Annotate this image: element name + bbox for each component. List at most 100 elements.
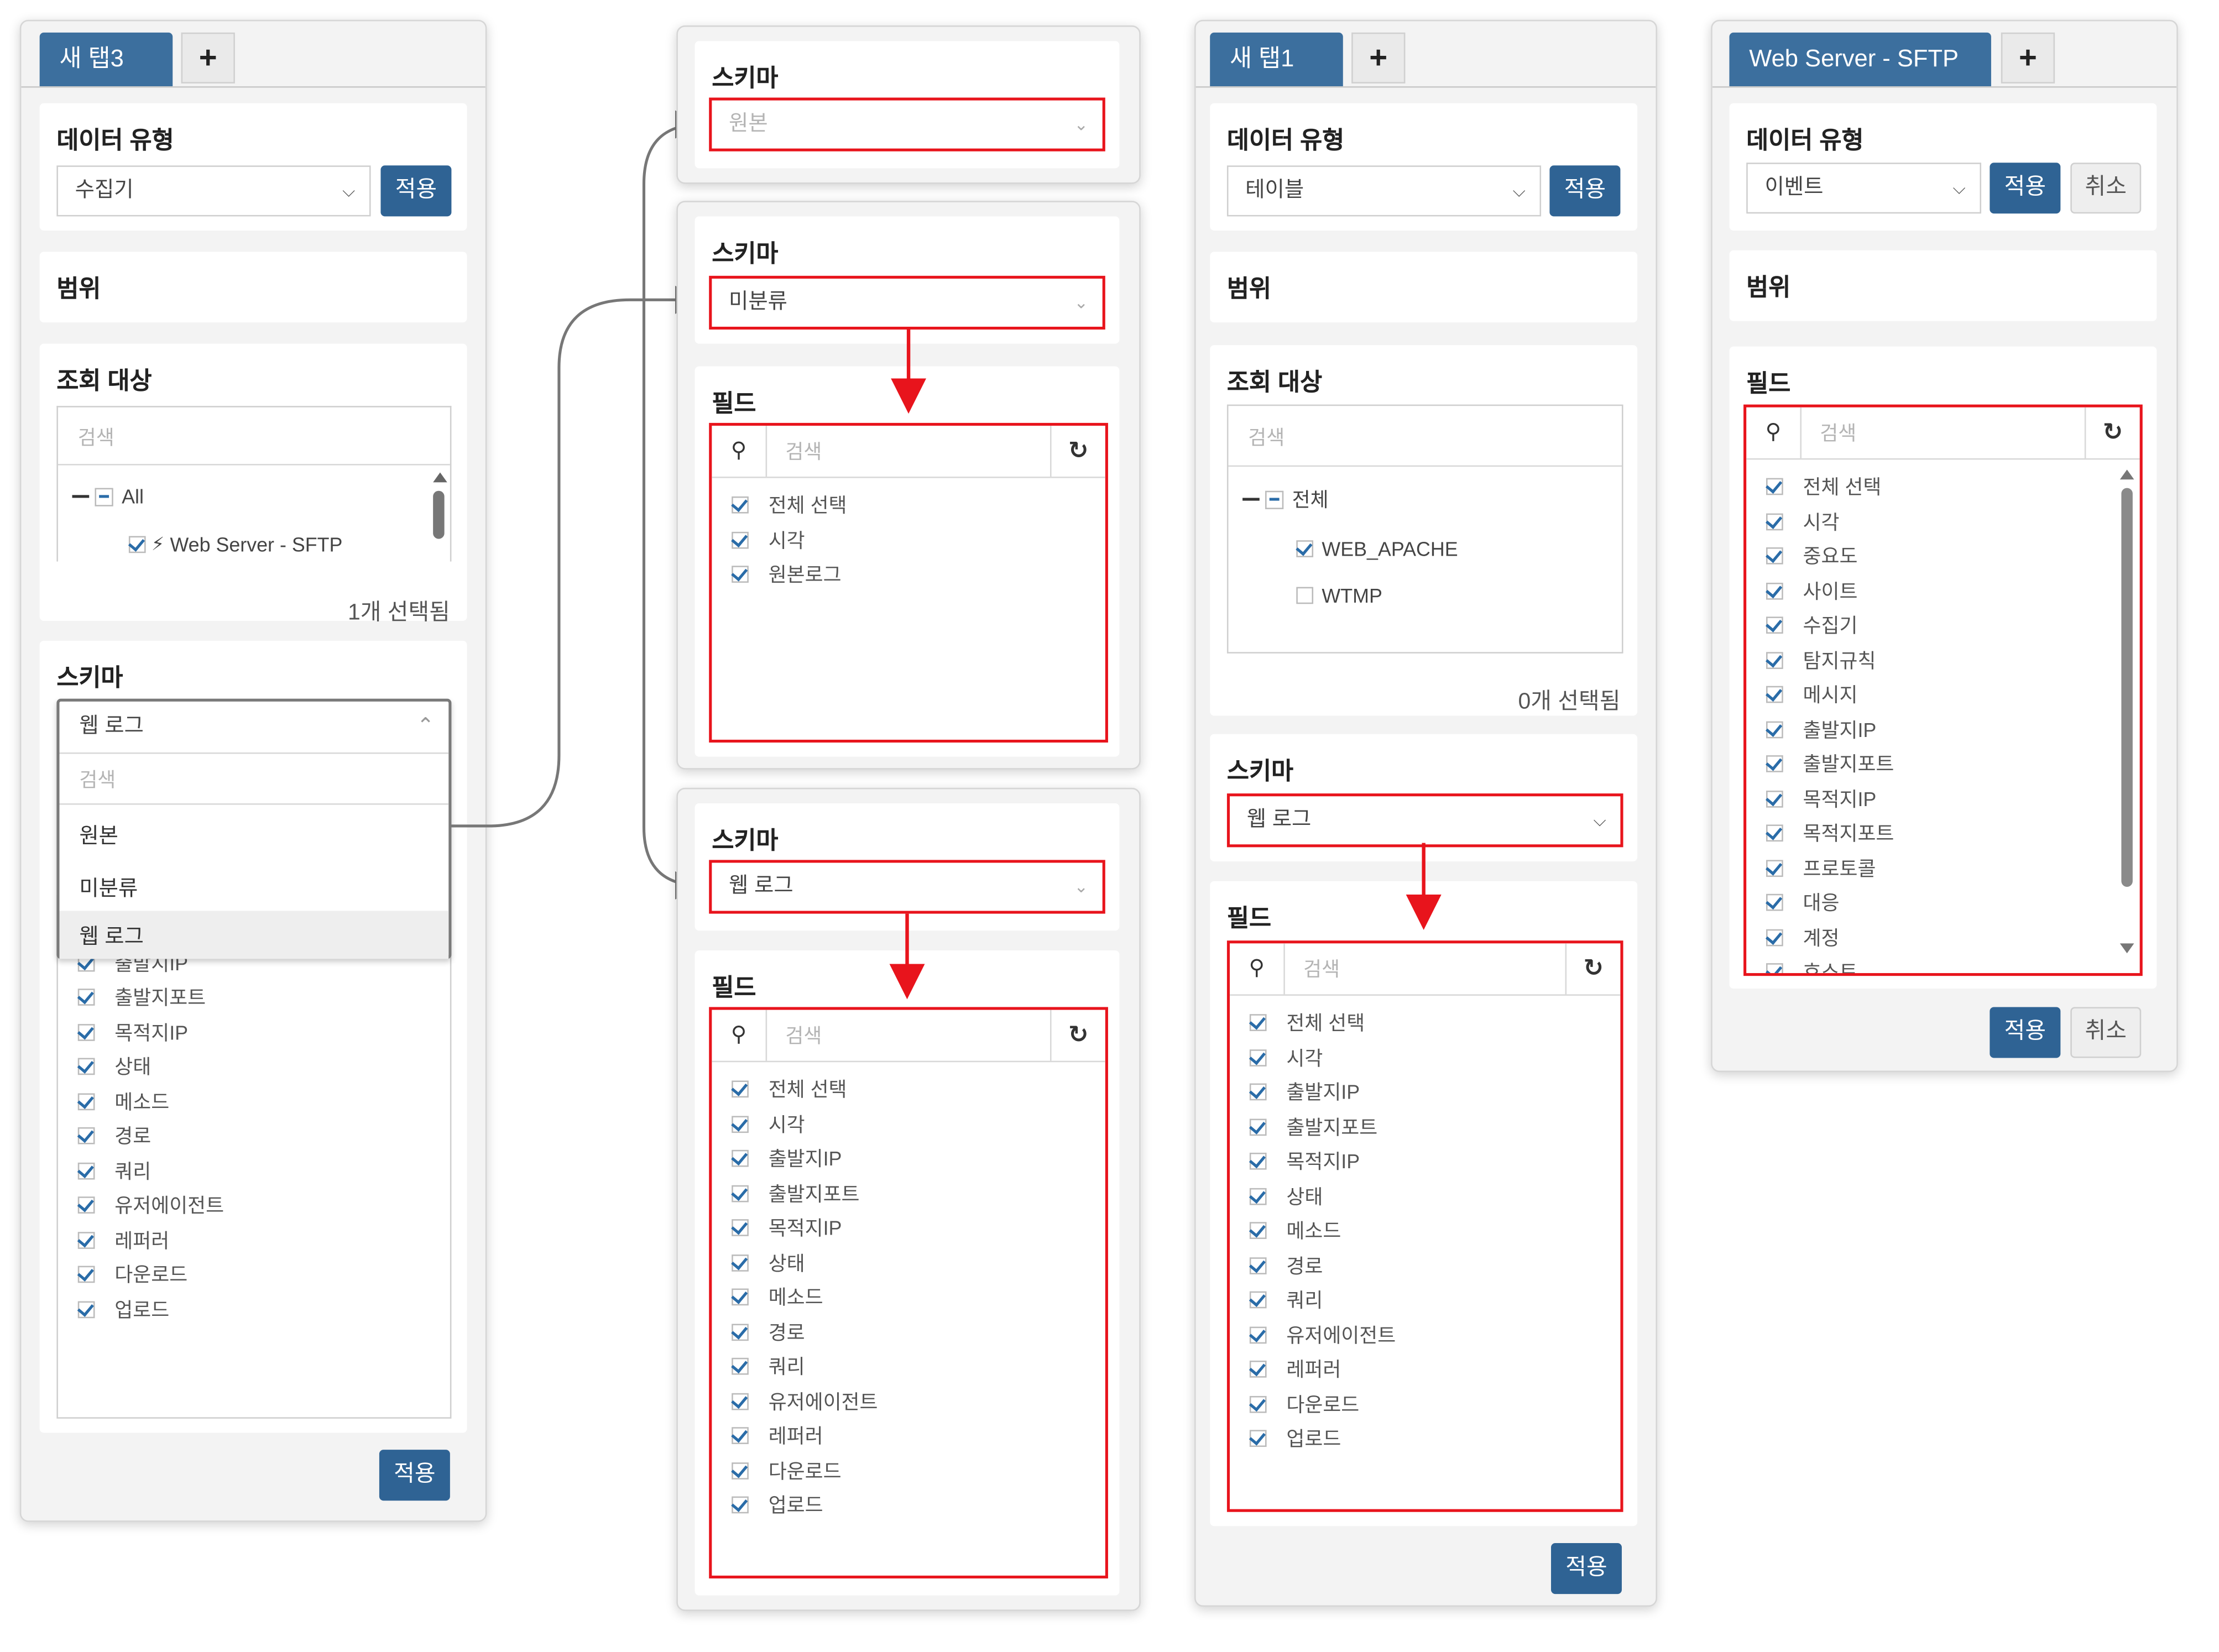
collapse-icon[interactable] bbox=[1242, 498, 1260, 501]
checkbox-icon[interactable] bbox=[1249, 1153, 1267, 1170]
field-item[interactable]: 메시지 bbox=[1766, 677, 1894, 712]
schema-select[interactable]: 웹 로그 ⌄ bbox=[709, 860, 1105, 914]
field-item[interactable]: 전체 선택 bbox=[1766, 469, 1894, 504]
checkbox-icon[interactable] bbox=[1249, 1222, 1267, 1240]
checkbox-icon[interactable] bbox=[732, 1150, 749, 1168]
field-item[interactable]: 메소드 bbox=[77, 1084, 224, 1119]
cancel-button[interactable]: 취소 bbox=[2070, 1007, 2142, 1058]
cancel-button[interactable]: 취소 bbox=[2070, 163, 2142, 214]
tree-root[interactable]: 전체 bbox=[1242, 485, 1329, 513]
schema-dropdown[interactable]: 웹 로그 ⌃ 검색 원본 미분류 웹 로그 bbox=[56, 698, 452, 959]
field-item[interactable]: 출발지포트 bbox=[77, 980, 224, 1015]
field-item[interactable]: 원본로그 bbox=[732, 557, 847, 592]
checkbox-icon[interactable] bbox=[77, 1196, 95, 1214]
refresh-icon[interactable]: ↻ bbox=[1050, 426, 1105, 477]
checkbox-icon[interactable] bbox=[77, 1300, 95, 1318]
checkbox-icon[interactable] bbox=[1766, 825, 1783, 842]
field-item[interactable]: 상태 bbox=[77, 1049, 224, 1084]
partial-checkbox-icon[interactable] bbox=[1265, 490, 1284, 509]
checkbox-icon[interactable] bbox=[1766, 547, 1783, 565]
checkbox-icon[interactable] bbox=[1766, 686, 1783, 704]
apply-button[interactable]: 적용 bbox=[1990, 163, 2061, 214]
checkbox-icon[interactable] bbox=[1766, 790, 1783, 808]
checkbox-icon[interactable] bbox=[77, 1023, 95, 1041]
field-item[interactable]: 레퍼러 bbox=[77, 1223, 224, 1258]
data-type-select[interactable]: 이벤트 ⌵ bbox=[1746, 163, 1982, 214]
checkbox-icon[interactable] bbox=[1766, 963, 1783, 974]
field-item[interactable]: 업로드 bbox=[1249, 1421, 1396, 1456]
scroll-thumb[interactable] bbox=[2121, 488, 2133, 887]
checkbox-icon[interactable] bbox=[732, 566, 749, 583]
checkbox-icon[interactable] bbox=[732, 1081, 749, 1098]
field-item[interactable]: 메소드 bbox=[732, 1280, 878, 1315]
checkbox-icon[interactable] bbox=[1249, 1395, 1267, 1413]
scrollbar[interactable] bbox=[433, 472, 447, 557]
tree-root[interactable]: All bbox=[72, 485, 144, 508]
field-item[interactable]: 목적지IP bbox=[1766, 781, 1894, 816]
checkbox-icon[interactable] bbox=[1766, 582, 1783, 600]
dropdown-option-selected[interactable]: 웹 로그 bbox=[59, 911, 449, 959]
field-item[interactable]: 탐지규칙 bbox=[1766, 643, 1894, 678]
field-search-input[interactable]: ⚲ 검색 ↻ bbox=[712, 426, 1105, 478]
tree-child[interactable]: ⚡ Web Server - SFTP bbox=[128, 533, 342, 556]
checkbox-icon[interactable] bbox=[1249, 1049, 1267, 1067]
field-item[interactable]: 경로 bbox=[1249, 1248, 1396, 1283]
refresh-icon[interactable]: ↻ bbox=[1565, 943, 1621, 995]
field-search-input[interactable]: ⚲ 검색 ↻ bbox=[1230, 943, 1621, 996]
scroll-down-icon[interactable] bbox=[2119, 943, 2134, 954]
field-item[interactable]: 유저에이전트 bbox=[1249, 1318, 1396, 1352]
field-item[interactable]: 대응 bbox=[1766, 885, 1894, 920]
checkbox-icon[interactable] bbox=[732, 1185, 749, 1202]
apply-button[interactable]: 적용 bbox=[380, 165, 452, 217]
partial-checkbox-icon[interactable] bbox=[95, 487, 113, 506]
tree-item-web-apache[interactable]: WEB_APACHE bbox=[1296, 537, 1458, 560]
checkbox-icon[interactable] bbox=[1249, 1361, 1267, 1378]
field-item[interactable]: 업로드 bbox=[732, 1488, 878, 1523]
checkbox-icon[interactable] bbox=[732, 1462, 749, 1480]
apply-button[interactable]: 적용 bbox=[1550, 1543, 1622, 1595]
field-item[interactable]: 쿼리 bbox=[1249, 1283, 1396, 1318]
apply-button[interactable]: 적용 bbox=[1549, 165, 1621, 217]
checkbox-icon[interactable] bbox=[1249, 1257, 1267, 1274]
checkbox-icon[interactable] bbox=[77, 989, 95, 1006]
checkbox-icon[interactable] bbox=[1766, 859, 1783, 877]
field-item[interactable]: 레퍼러 bbox=[1249, 1352, 1396, 1387]
field-item[interactable]: 경로 bbox=[732, 1315, 878, 1350]
add-tab-button[interactable]: + bbox=[181, 32, 235, 83]
field-item[interactable]: 다운로드 bbox=[1249, 1387, 1396, 1421]
field-item[interactable]: 업로드 bbox=[77, 1292, 224, 1327]
checkbox-icon[interactable] bbox=[1766, 755, 1783, 773]
field-item[interactable]: 프로토콜 bbox=[1766, 851, 1894, 886]
checkbox-icon[interactable] bbox=[732, 1497, 749, 1514]
checkbox-icon[interactable] bbox=[732, 1289, 749, 1306]
field-item[interactable]: 전체 선택 bbox=[732, 1072, 878, 1107]
field-item[interactable]: 호스트 bbox=[1766, 955, 1894, 974]
checkbox-icon[interactable] bbox=[77, 1092, 95, 1110]
add-tab-button[interactable]: + bbox=[1351, 32, 1406, 83]
field-item[interactable]: 레퍼러 bbox=[732, 1419, 878, 1454]
field-item[interactable]: 사이트 bbox=[1766, 573, 1894, 608]
checkbox-icon[interactable] bbox=[1249, 1084, 1267, 1101]
scroll-thumb[interactable] bbox=[433, 490, 445, 539]
dropdown-option[interactable]: 원본 bbox=[79, 824, 118, 849]
checkbox-icon[interactable] bbox=[732, 1254, 749, 1272]
scroll-up-icon[interactable] bbox=[2119, 469, 2134, 480]
field-item[interactable]: 시각 bbox=[732, 522, 847, 557]
field-search-input[interactable]: ⚲ 검색 ↻ bbox=[712, 1010, 1105, 1063]
scrollbar[interactable] bbox=[2119, 469, 2134, 967]
checkbox-icon[interactable] bbox=[1249, 1014, 1267, 1032]
field-item[interactable]: 출발지포트 bbox=[1249, 1110, 1396, 1144]
dropdown-option[interactable]: 미분류 bbox=[79, 877, 138, 901]
checkbox-icon[interactable] bbox=[732, 1393, 749, 1410]
scroll-up-icon[interactable] bbox=[433, 472, 447, 483]
field-item[interactable]: 목적지IP bbox=[1249, 1144, 1396, 1179]
checkbox-icon[interactable] bbox=[732, 1427, 749, 1445]
field-item[interactable]: 출발지IP bbox=[1766, 712, 1894, 747]
checkbox-icon[interactable] bbox=[732, 496, 749, 514]
checkbox-icon[interactable] bbox=[1766, 651, 1783, 669]
checkbox-icon[interactable] bbox=[77, 1162, 95, 1179]
schema-select[interactable]: 웹 로그 ⌵ bbox=[1226, 793, 1623, 848]
checkbox-icon[interactable] bbox=[1296, 540, 1314, 557]
checkbox-icon[interactable] bbox=[77, 1058, 95, 1075]
checkbox-icon[interactable] bbox=[1766, 478, 1783, 496]
